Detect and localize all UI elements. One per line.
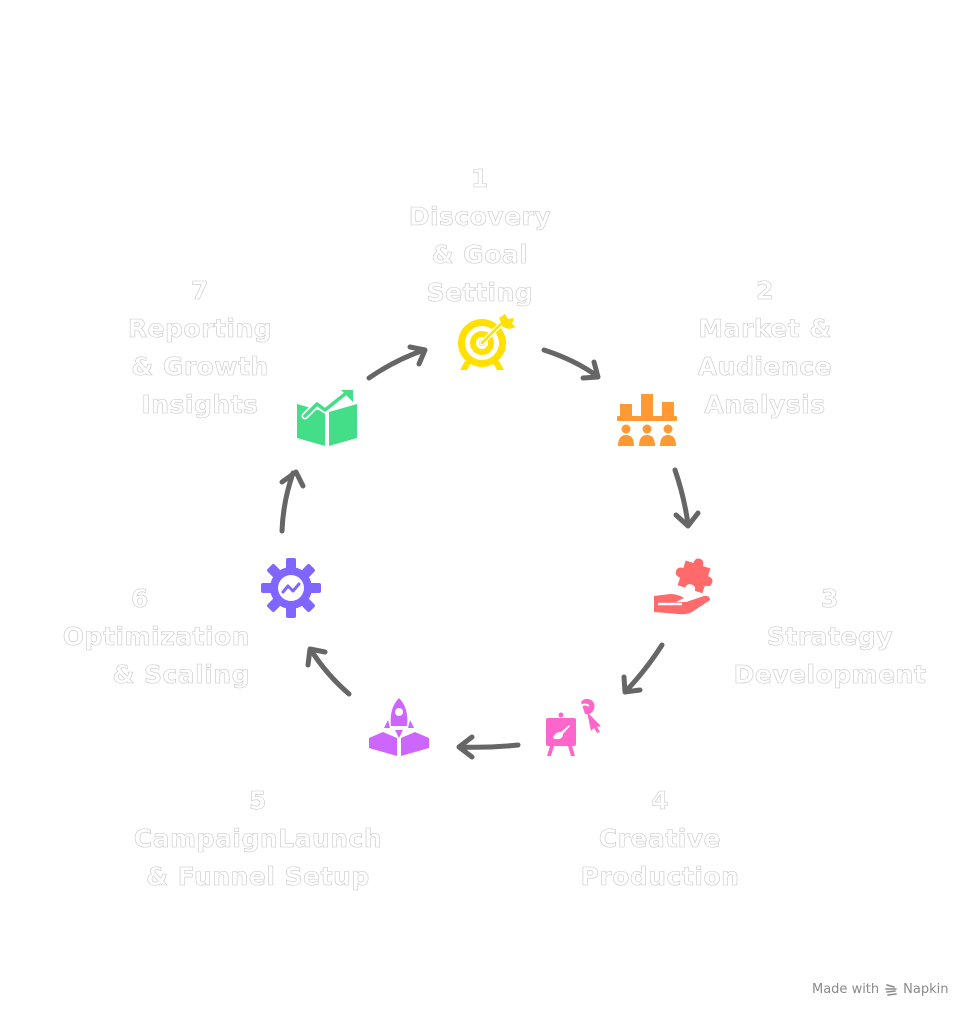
step-7-label: 7 Reporting & Growth Insights — [100, 272, 300, 424]
growth-book-icon — [297, 390, 357, 446]
arrow-4-to-5 — [456, 734, 521, 760]
puzzle-hand-icon — [654, 558, 713, 615]
step-1-title-line-2: & Goal — [431, 240, 529, 270]
arrow-5-to-6 — [305, 646, 352, 697]
step-6-title-line-1: Optimization — [62, 622, 250, 652]
step-5-number: 5 — [249, 786, 267, 816]
step-3-label: 3 Strategy Development — [715, 580, 945, 694]
step-3-title-line-1: Strategy — [766, 622, 894, 652]
target-icon — [458, 314, 516, 370]
gear-trend-icon — [261, 558, 321, 618]
arrow-2-to-3 — [672, 467, 701, 529]
step-1-label: 1 Discovery & Goal Setting — [380, 160, 580, 312]
step-2-number: 2 — [756, 276, 774, 306]
step-2-title-line-2: Audience — [697, 352, 833, 382]
step-5-label: 5 CampaignLaunch & Funnel Setup — [118, 782, 398, 896]
step-4-title-line-1: Creative — [598, 824, 722, 854]
step-7-title-line-3: Insights — [141, 390, 259, 420]
step-3-number: 3 — [821, 584, 839, 614]
step-6-title-line-2: & Scaling — [112, 660, 250, 690]
step-2-title-line-1: Market & — [698, 314, 832, 344]
arrow-6-to-7 — [279, 469, 306, 534]
step-7-title-line-1: Reporting — [127, 314, 273, 344]
arrow-7-to-1 — [366, 344, 428, 381]
step-1-title-line-3: Setting — [426, 278, 534, 308]
napkin-brand-text: Napkin — [903, 982, 949, 997]
audience-chart-icon — [617, 394, 677, 446]
step-4-title-line-2: Production — [580, 862, 740, 892]
step-5-title-line-1: CampaignLaunch — [133, 824, 383, 854]
step-1-number: 1 — [471, 164, 489, 194]
step-5-title-line-2: & Funnel Setup — [146, 862, 370, 892]
arrow-3-to-4 — [621, 642, 665, 695]
rocket-launch-icon — [369, 698, 429, 756]
step-1-title-line-1: Discovery — [408, 202, 552, 232]
step-2-title-line-3: Analysis — [704, 390, 826, 420]
step-7-number: 7 — [191, 276, 209, 306]
arrow-1-to-2 — [541, 347, 601, 381]
step-3-title-line-2: Development — [733, 660, 927, 690]
step-4-label: 4 Creative Production — [555, 782, 765, 896]
napkin-logo-icon — [885, 983, 897, 996]
made-with-napkin: Made with Napkin — [812, 982, 948, 997]
made-with-text: Made with — [812, 982, 880, 997]
easel-icon — [546, 698, 601, 756]
step-6-label: 6 Optimization & Scaling — [40, 580, 250, 694]
step-4-number: 4 — [651, 786, 669, 816]
step-7-title-line-2: & Growth — [131, 352, 269, 382]
step-2-label: 2 Market & Audience Analysis — [665, 272, 865, 424]
step-6-number: 6 — [131, 584, 149, 614]
